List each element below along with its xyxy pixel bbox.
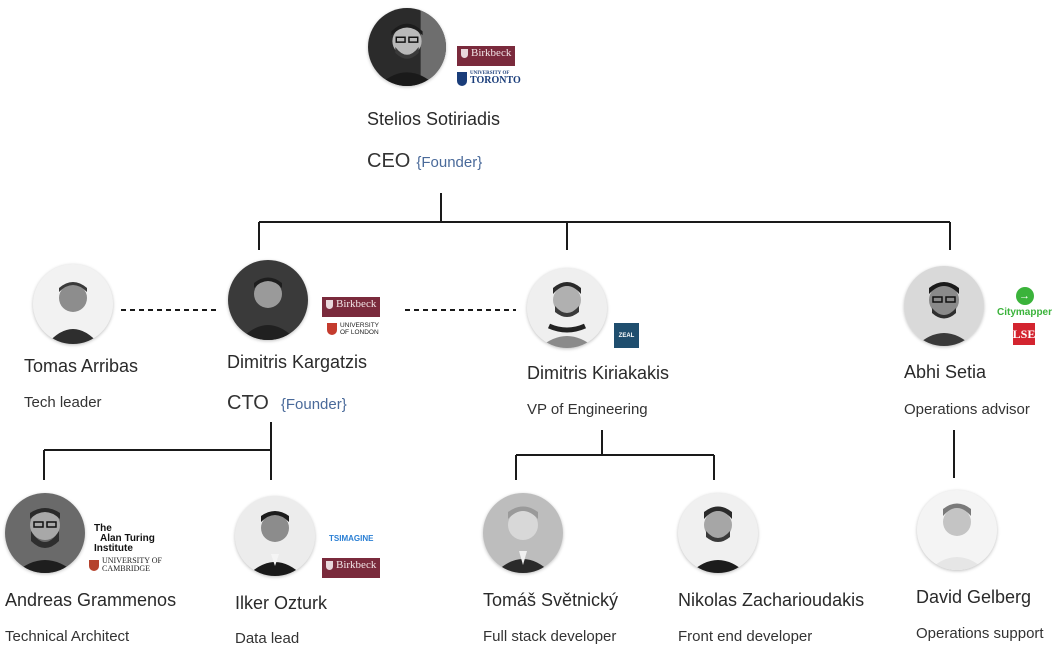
person-role-tomas-svetnicky: Full stack developer	[483, 628, 617, 645]
person-role-ilker-ozturk: Data lead	[235, 630, 300, 647]
founder-tag: {Founder}	[416, 154, 483, 171]
avatar-andreas-grammenos	[5, 493, 85, 573]
role-title: CEO	[367, 150, 411, 172]
person-name-david-gelberg: David Gelberg	[916, 587, 1032, 607]
toronto-logo-small-text: UNIVERSITY OF	[470, 71, 510, 76]
tsimagine-logo: TSIMAGINE	[329, 534, 373, 543]
cambridge-logo-text-2: CAMBRIDGE	[102, 564, 151, 573]
avatar-ilker-ozturk	[235, 496, 315, 576]
person-photo-icon	[527, 268, 607, 348]
uol-shield-icon	[327, 323, 337, 336]
person-name-ilker-ozturk: Ilker Ozturk	[235, 593, 328, 613]
avatar-nikolas-zacharioudakis	[678, 493, 758, 573]
tsimagine-logo-text-a: TS	[329, 534, 340, 543]
person-name-andreas-grammenos: Andreas Grammenos	[5, 590, 177, 610]
person-role-tomas-arribas: Tech leader	[24, 394, 102, 411]
cambridge-logo: UNIVERSITY OF CAMBRIDGE	[89, 557, 162, 573]
person-name-nikolas-zacharioudakis: Nikolas Zacharioudakis	[678, 590, 865, 610]
avatar-tomas-svetnicky	[483, 493, 563, 573]
cambridge-logo-text-1: UNIVERSITY OF	[102, 556, 162, 565]
arrow-right-icon: →	[1015, 287, 1034, 305]
birkbeck-logo: Birkbeck	[322, 558, 381, 578]
person-role-abhi-setia: Operations advisor	[904, 401, 1030, 418]
toronto-logo: UNIVERSITY OF TORONTO	[457, 71, 521, 86]
birkbeck-logo: Birkbeck	[457, 46, 516, 66]
person-role-nikolas-zacharioudakis: Front end developer	[678, 628, 813, 645]
person-photo-icon	[5, 493, 85, 573]
avatar-stelios	[368, 8, 446, 86]
person-name-tomas-arribas: Tomas Arribas	[24, 356, 139, 376]
person-photo-icon	[368, 8, 446, 86]
avatar-tomas-arribas	[33, 264, 113, 344]
cambridge-shield-icon	[89, 559, 99, 571]
citymapper-logo: → Citymapper	[997, 287, 1052, 318]
founder-tag: {Founder}	[280, 396, 347, 413]
role-title: CTO	[227, 392, 269, 414]
lse-logo-text: LSE	[1012, 326, 1036, 341]
birkbeck-shield-icon	[326, 561, 333, 570]
birkbeck-shield-icon	[326, 300, 333, 309]
birkbeck-logo-text: Birkbeck	[336, 559, 377, 571]
person-photo-icon	[228, 260, 308, 340]
avatar-david-gelberg	[917, 490, 997, 570]
toronto-crest-icon	[457, 71, 467, 86]
birkbeck-logo-text: Birkbeck	[336, 298, 377, 310]
turing-logo-text-1: The	[94, 523, 112, 534]
birkbeck-logo-text: Birkbeck	[471, 47, 512, 59]
zeal-logo: ZEAL	[614, 323, 639, 348]
person-role-stelios: CEO {Founder}	[367, 150, 482, 173]
birkbeck-logo: Birkbeck	[322, 297, 381, 317]
avatar-dimitris-kiriakakis	[527, 268, 607, 348]
birkbeck-shield-icon	[461, 49, 468, 58]
person-role-dimitris-kargatzis: CTO {Founder}	[227, 392, 347, 415]
person-name-tomas-svetnicky: Tomáš Světnický	[483, 590, 619, 610]
person-photo-icon	[235, 496, 315, 576]
person-photo-icon	[917, 490, 997, 570]
person-role-david-gelberg: Operations support	[916, 625, 1044, 642]
university-of-london-logo: UNIVERSITY OF LONDON	[327, 322, 379, 336]
person-photo-icon	[483, 493, 563, 573]
person-role-andreas-grammenos: Technical Architect	[5, 628, 130, 645]
person-photo-icon	[904, 266, 984, 346]
person-photo-icon	[678, 493, 758, 573]
person-name-dimitris-kargatzis: Dimitris Kargatzis	[227, 352, 368, 372]
person-name-stelios: Stelios Sotiriadis	[367, 109, 501, 129]
person-role-dimitris-kiriakakis: VP of Engineering	[527, 401, 648, 418]
tsimagine-logo-text-b: IMAGINE	[339, 534, 374, 543]
turing-logo-text-3: Institute	[94, 543, 133, 554]
toronto-logo-text: TORONTO	[470, 75, 521, 86]
avatar-dimitris-kargatzis	[228, 260, 308, 340]
uol-logo-text-2: OF LONDON	[340, 329, 379, 337]
citymapper-logo-text: Citymapper	[997, 307, 1053, 318]
turing-logo-text-2: Alan Turing	[100, 533, 155, 544]
avatar-abhi-setia	[904, 266, 984, 346]
lse-logo: LSE	[1013, 323, 1035, 345]
person-photo-icon	[33, 264, 113, 344]
zeal-logo-text: ZEAL	[618, 332, 635, 339]
uol-logo-text-1: UNIVERSITY	[340, 322, 380, 329]
alan-turing-institute-logo: The Alan Turing Institute	[94, 524, 155, 554]
person-name-dimitris-kiriakakis: Dimitris Kiriakakis	[527, 363, 670, 383]
person-name-abhi-setia: Abhi Setia	[904, 362, 987, 382]
